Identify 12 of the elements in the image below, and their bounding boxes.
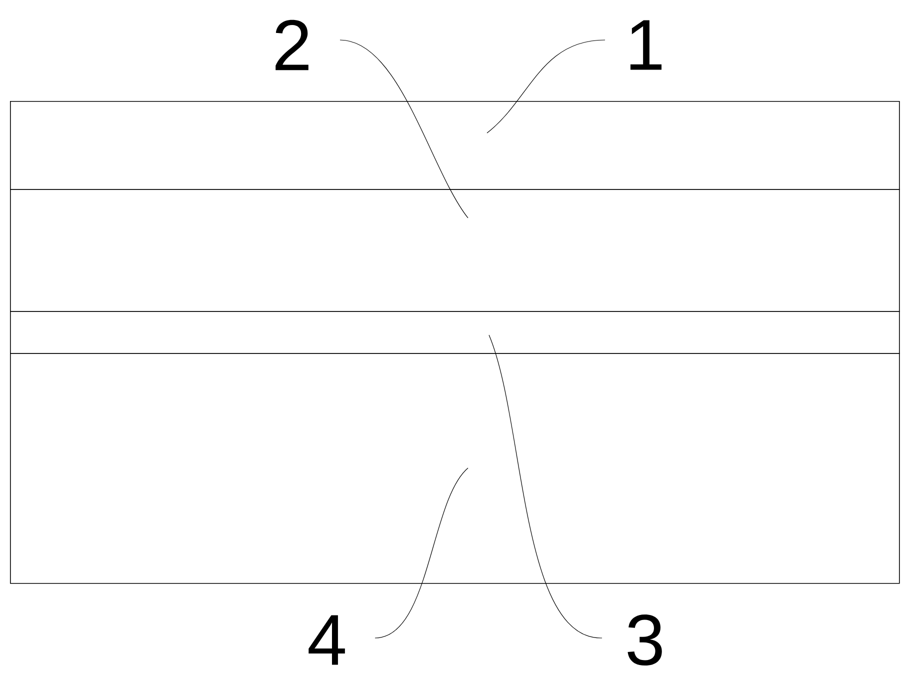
leader-line: [340, 40, 468, 218]
leader-line: [374, 468, 468, 638]
callout-number: 1: [630, 20, 662, 70]
callout-number: 2: [276, 20, 308, 70]
layer-band: [10, 311, 900, 354]
layer-band: [10, 189, 900, 312]
layer-band: [10, 101, 900, 190]
leader-line: [486, 40, 606, 134]
callout-number: 3: [628, 614, 662, 666]
callout-number: 4: [308, 615, 345, 665]
leader-line: [488, 334, 602, 638]
layer-band: [10, 353, 900, 584]
